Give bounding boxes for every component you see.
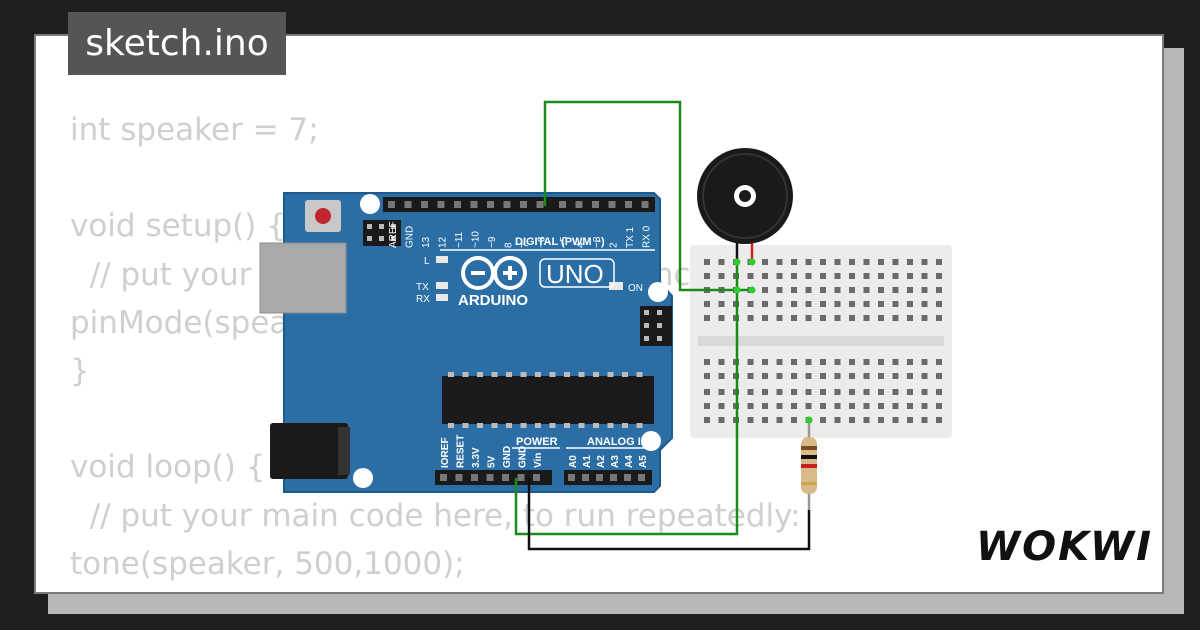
power-header-label: POWER — [516, 436, 558, 448]
code-line: // put your main code here, to run repea… — [70, 497, 801, 534]
led-rx-label: RX — [416, 294, 430, 305]
digital-pin-label: ~9 — [487, 236, 498, 248]
code-line: void setup() { — [70, 208, 286, 245]
digital-pin-label: TX 1 — [625, 226, 636, 248]
digital-pin-label: 7 — [520, 242, 531, 248]
digital-header-label: DIGITAL (PWM ~) — [515, 236, 605, 248]
led-tx-label: TX — [416, 282, 429, 293]
buzzer[interactable] — [697, 148, 793, 262]
wire-pin7-to-breadboard[interactable] — [543, 100, 752, 292]
wokwi-logo: WOKWI — [976, 524, 1154, 570]
led-tx — [436, 282, 448, 289]
power-pin-label: Vin — [533, 453, 544, 468]
digital-header[interactable] — [383, 197, 655, 212]
analog-pin-label: A5 — [638, 455, 649, 468]
microcontroller-chip — [442, 376, 654, 424]
arduino-infinity-logo — [461, 256, 527, 290]
digital-pin-label: 2 — [609, 242, 620, 248]
digital-pin-label: ~5 — [559, 236, 570, 248]
code-line: } — [70, 352, 90, 389]
power-pin-label: GND — [518, 446, 529, 468]
wire-gnd-to-resistor[interactable] — [527, 478, 811, 551]
analog-pin-label: A4 — [624, 455, 635, 468]
digital-pin-label: GND — [405, 226, 416, 248]
power-pin-label: RESET — [456, 435, 467, 468]
digital-pin-label: ~10 — [471, 231, 482, 248]
board-model-label: UNO — [546, 259, 604, 289]
digital-pin-label: ~6 — [537, 236, 548, 248]
led-l — [436, 256, 448, 263]
digital-pin-label: ~3 — [592, 236, 603, 248]
digital-pin-label: ~11 — [454, 231, 465, 248]
analog-pin-label: A3 — [610, 455, 621, 468]
board-brand-label: ARDUINO — [458, 292, 528, 309]
code-line: int speaker = 7; — [70, 112, 319, 148]
code-line: void loop() { — [70, 449, 266, 486]
resistor[interactable] — [801, 420, 817, 510]
power-jack — [270, 423, 348, 479]
digital-pin-label: 4 — [576, 242, 587, 248]
file-tab[interactable]: sketch.ino — [68, 12, 286, 75]
power-pin-label: 3.3V — [471, 447, 482, 468]
breadboard[interactable] — [690, 245, 952, 438]
analog-pin-label: A0 — [568, 455, 579, 468]
power-pin-label: 5V — [487, 455, 498, 468]
power-pin-label: GND — [502, 446, 513, 468]
digital-pin-label: 12 — [438, 236, 449, 248]
digital-pin-label: AREF — [388, 221, 399, 248]
digital-pin-label: 8 — [504, 242, 515, 248]
led-on — [609, 282, 623, 290]
analog-header-label: ANALOG IN — [587, 436, 649, 448]
usb-port — [259, 242, 347, 314]
wire-gnd-to-buzzer[interactable] — [514, 262, 739, 536]
led-on-label: ON — [628, 283, 643, 294]
analog-header[interactable] — [564, 470, 652, 485]
code-line: tone(speaker, 500,1000); — [70, 545, 465, 582]
power-pin-label: IOREF — [440, 437, 451, 468]
digital-pin-label: RX 0 — [642, 225, 653, 248]
analog-pin-label: A1 — [582, 455, 593, 468]
led-l-label: L — [424, 256, 430, 267]
digital-pin-label: 13 — [421, 236, 432, 248]
led-rx — [436, 294, 448, 301]
analog-pin-label: A2 — [596, 455, 607, 468]
